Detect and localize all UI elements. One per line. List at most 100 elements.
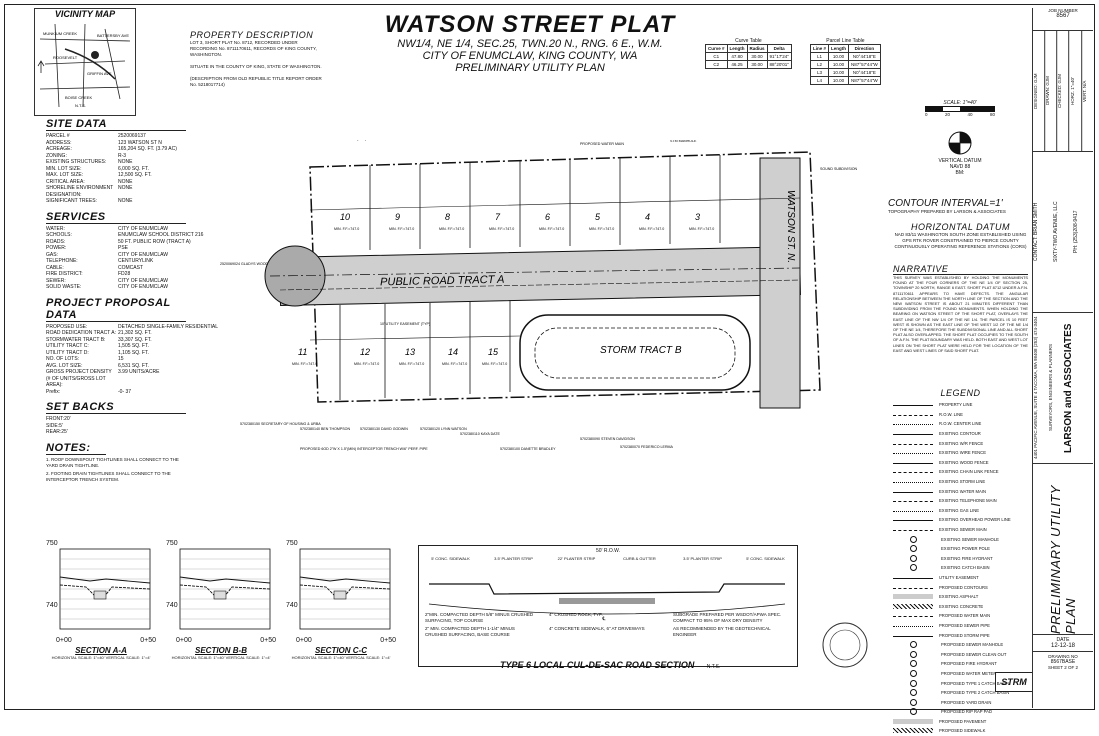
section-axis-end: 0+50 — [380, 637, 396, 644]
curve-table-cell: 88°20'01" — [766, 60, 792, 69]
svg-text:BOISE CREEK: BOISE CREEK — [65, 95, 92, 100]
svg-text:ROOSEVELT: ROOSEVELT — [53, 55, 78, 60]
property-line: LOT 3, SHORT PLAT No. 8712, RECORDED UND… — [190, 40, 298, 45]
setback-value: 20' — [64, 416, 71, 422]
road-label: PUBLIC ROAD TRACT A — [380, 274, 505, 289]
north-arrow-icon — [37, 60, 45, 73]
legend-item: UTILITY EASEMENT — [893, 573, 1028, 583]
job-number-cell: JOB NUMBER 8567 — [1033, 8, 1093, 31]
legend-label: EXISTING CONTOUR — [939, 431, 981, 437]
legend-item: PROPOSED PAVEMENT — [893, 717, 1028, 727]
property-boundary — [309, 151, 821, 403]
road-section-drawing: ℄ — [428, 583, 786, 622]
proposal-key: GROSS PROJECT DENSITY (# OF UNITS/GROSS … — [46, 369, 112, 388]
legend-label: R.O.W. LINE — [939, 411, 963, 417]
lot-floor-note: MIN. F.F.=747.0 — [482, 362, 507, 366]
firm-cell: 4401 PACIFIC AVENUE, SUITE 4 TACOMA, WA … — [1033, 313, 1093, 464]
setbacks-title: SET BACKS — [46, 401, 186, 414]
legend-symbol-icon — [910, 660, 917, 668]
service-row: SEWER:CITY OF ENUMCLAW — [46, 278, 186, 285]
scale-vert: VERT. N/A — [1081, 80, 1087, 102]
legend-label: EXISTING W/R FENCE — [939, 440, 984, 446]
plan-note: 5702380140 BEN THOMPSON — [300, 427, 350, 431]
lot-number: 7 — [495, 212, 501, 222]
service-value: CENTURYLINK — [118, 258, 154, 264]
legend-symbol-icon — [893, 453, 933, 455]
legend-label: PROPOSED SEWER PIPE — [939, 622, 990, 628]
site-data-row: ZONING:R-3 — [46, 153, 186, 160]
svg-text:BATTERSBY AVE: BATTERSBY AVE — [97, 33, 129, 38]
sheet-number: SHEET 2 OF 2 — [1048, 665, 1078, 670]
section-profile-drawing — [299, 548, 391, 630]
legend-symbol-icon — [893, 587, 933, 589]
contour-title: CONTOUR INTERVAL=1' — [888, 198, 1003, 209]
legend-item: R.O.W. CENTER LINE — [893, 419, 1028, 429]
curve-table-cell: 91°17'24" — [766, 52, 792, 61]
legend-symbol-icon — [893, 635, 933, 637]
proposal-row: GROSS PROJECT DENSITY (# OF UNITS/GROSS … — [46, 369, 186, 389]
legend-symbol-icon — [910, 689, 917, 697]
proposal-key: UTILITY TRACT C: — [46, 343, 89, 349]
service-row: WATER:CITY OF ENUMCLAW — [46, 226, 186, 233]
legend-label: EXISTING GAS LINE — [939, 507, 980, 513]
site-data-row: PARCEL #2520069137 — [46, 133, 186, 140]
horizontal-datum-title: HORIZONTAL DATUM — [910, 222, 1010, 232]
parcel-table-header: Direction — [848, 44, 881, 53]
firm-address: 4401 PACIFIC AVENUE, SUITE 4 TACOMA, WA … — [1033, 316, 1038, 460]
site-marker-icon — [91, 51, 99, 59]
legend-label: EXISTING CHAIN LINK FENCE — [939, 469, 999, 475]
legend-symbol-icon — [893, 405, 933, 407]
scale-tick: 40 — [967, 112, 973, 117]
site-data-title: SITE DATA — [46, 118, 186, 131]
drawing-number-label: DRAWING NO — [1048, 654, 1078, 659]
sheet-title-cell: PRELIMINARY UTILITY PLAN — [1033, 464, 1093, 635]
property-line: (DESCRIPTION FROM OLD REPUBLIC TITLE REP… — [190, 76, 322, 81]
service-value: PSE — [118, 245, 129, 251]
proposal-rows: PROPOSED USE:DETACHED SINGLE-FAMILY RESI… — [46, 324, 218, 396]
curve-table-header: Delta — [766, 44, 792, 53]
legend-label: PROPOSED WATER MAIN — [939, 613, 991, 619]
note-item: 2. FOOTING DRAIN TIGHTLINES SHALL CONNEC… — [46, 470, 171, 482]
plan-notes: PROPOSED 6OD 2"W X 1.5"(MIN) INTERCEPTOR… — [220, 140, 858, 451]
vertical-datum: VERTICAL DATUM NAVD 88 BM: — [930, 158, 990, 176]
service-row: POWER:PSE — [46, 245, 186, 252]
section-top-elev: 750 — [46, 540, 58, 547]
legend-label: PROPERTY LINE — [939, 402, 973, 408]
site-data-row: MIN. LOT SIZE:6,000 SQ. FT. — [46, 166, 186, 173]
service-value: ENUMCLAW SCHOOL DISTRICT 216 — [118, 232, 204, 238]
legend-item: PROPOSED SEWER PIPE — [893, 621, 1028, 631]
date-label: DATE — [1056, 637, 1070, 643]
client-cell: CONTACT: BRIAN SMITH SIXTY-TWO AVENUE, L… — [1033, 152, 1093, 313]
section-scale: HORIZONTAL SCALE: 1"=40' VERTICAL SCALE:… — [51, 655, 151, 660]
section-profile-drawing — [179, 548, 271, 630]
section-scale: HORIZONTAL SCALE: 1"=40' VERTICAL SCALE:… — [291, 655, 391, 660]
legend-symbol-icon — [893, 520, 933, 522]
curve-table-cell: 30.00 — [746, 52, 768, 61]
service-value: CITY OF ENUMCLAW — [118, 251, 169, 258]
legend-label: EXISTING STORM LINE — [939, 479, 986, 485]
vertical-datum-value: NAVD 88 — [949, 164, 971, 170]
centerline-label: ℄ — [601, 616, 606, 622]
scale-bar: SCALE: 1"=40' 0 20 40 80 — [925, 100, 995, 117]
plan-note: SOUND SUBDIVISION — [820, 167, 858, 171]
vicinity-map-drawing: MUNKIUM CREEK BATTERSBY AVE ROOSEVELT GR… — [37, 23, 131, 108]
legend-symbol-icon — [893, 414, 933, 416]
legend-item: EXISTING SEWER MAIN — [893, 525, 1028, 535]
legend-label: PROPOSED CONTOURS — [939, 584, 988, 590]
svg-text:MUNKIUM CREEK: MUNKIUM CREEK — [43, 31, 77, 36]
legend-item: EXISTING W/R FENCE — [893, 438, 1028, 448]
proposal-row: AVG. LOT SIZE:6,531 SQ. FT. — [46, 363, 186, 370]
proposal-key: NO. OF LOTS: — [46, 356, 80, 362]
legend-item: EXISTING ASPHALT — [893, 592, 1028, 602]
notes-title: NOTES: — [46, 442, 106, 455]
lot-number: 6 — [545, 212, 550, 222]
legend-symbol-icon — [893, 472, 933, 474]
